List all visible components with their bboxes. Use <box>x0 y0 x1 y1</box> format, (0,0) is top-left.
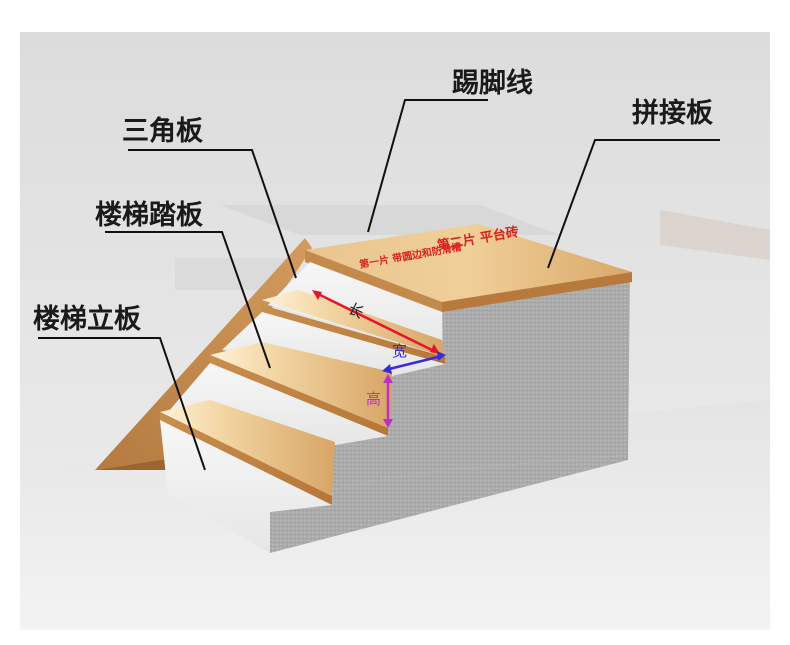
platform-side-edge <box>442 272 632 312</box>
leader-skirting <box>367 99 488 233</box>
tread-3-nose <box>160 412 332 505</box>
length-arrow-line <box>313 290 437 354</box>
riser-3 <box>168 363 388 446</box>
height-arrow-head-start <box>383 374 393 383</box>
label-skirting: 踢脚线 <box>452 68 533 99</box>
riser-4 <box>160 420 332 553</box>
label-height: 高 <box>366 390 381 408</box>
platform-front-edge <box>305 250 442 312</box>
leader-splice-board <box>547 139 720 269</box>
riser-2 <box>222 312 445 376</box>
width-arrow-head-start <box>382 364 392 374</box>
leader-stair-riser <box>38 337 206 471</box>
label-width: 宽 <box>392 342 407 360</box>
tread-2-nose <box>210 355 388 436</box>
width-arrow-head-end <box>437 351 446 361</box>
label-triangle-board: 三角板 <box>122 115 203 147</box>
stair-side-lower <box>270 455 628 553</box>
height-arrow-head-end <box>383 419 393 428</box>
length-arrow-head-start <box>312 290 322 300</box>
ghost-ledge <box>660 210 770 260</box>
label-splice-board: 拼接板 <box>632 98 713 129</box>
tread-2-top <box>210 342 392 428</box>
tread-3-top <box>160 400 335 496</box>
triangle-board-bottom <box>95 458 172 470</box>
label-length: 长 <box>345 299 366 322</box>
label-stair-tread: 楼梯踏板 <box>95 200 203 231</box>
platform-top <box>305 224 632 302</box>
label-stair-riser: 楼梯立板 <box>33 303 141 335</box>
leader-stair-tread <box>105 231 271 369</box>
stair-side-upper <box>442 276 630 470</box>
width-arrow-line <box>384 354 443 372</box>
tread-1-top <box>262 290 445 357</box>
tread-1-nose <box>262 305 445 364</box>
leader-triangle-board <box>128 149 297 279</box>
stair-side-step2 <box>390 358 446 478</box>
triangle-board-shape <box>95 238 312 470</box>
